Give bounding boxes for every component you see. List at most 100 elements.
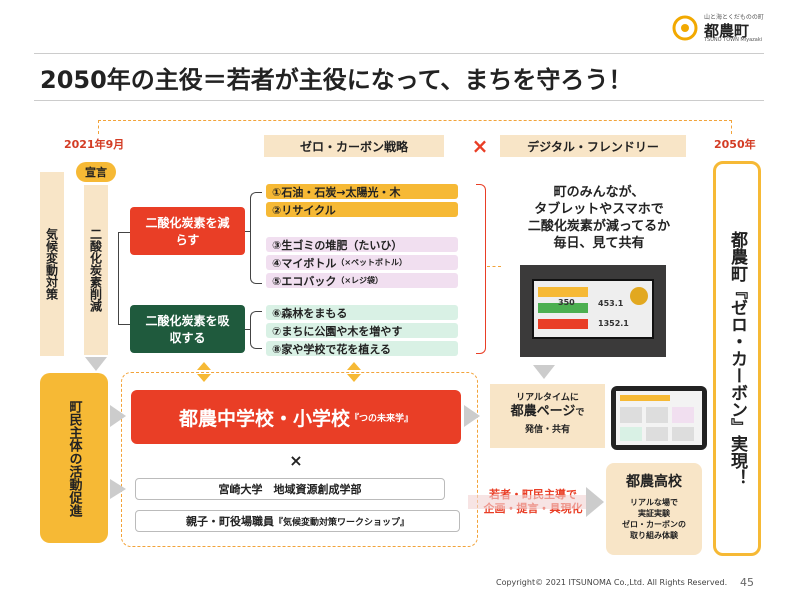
realtime-line-2: 都農ページで — [490, 403, 605, 422]
reduce-item-3-text: ③生ゴミの堆肥（たいひ） — [272, 238, 403, 252]
high-school-name: 都農高校 — [626, 474, 682, 490]
tablet-tile-2 — [646, 407, 668, 423]
timeline-end: 2050年 — [714, 138, 756, 151]
realize-text: 都農町『ゼロ・カーボン』実現！ — [727, 231, 747, 486]
category-reduce: 二酸化炭素を減らす — [130, 207, 245, 255]
up-down-arrow-icon-2 — [347, 362, 361, 370]
strategy-digital: デジタル・フレンドリー — [500, 135, 686, 157]
reduce-item-4: ④マイボトル（×ペットボトル） — [266, 255, 458, 270]
realize-panel: 都農町『ゼロ・カーボン』実現！ — [713, 161, 761, 556]
share-bracket — [476, 184, 486, 354]
reduce-item-2: ②リサイクル — [266, 202, 458, 217]
partners-cross: × — [289, 450, 303, 470]
up-down-arrow-icon-1b — [197, 374, 211, 382]
partner-university: 宮崎大学 地域資源創成学部 — [135, 478, 445, 500]
monitor-badge — [630, 287, 648, 305]
title-bottom-rule — [34, 100, 764, 101]
label-activity: 町民主体の活動促進 — [40, 373, 108, 543]
reduce-item-5-note: （×レジ袋） — [336, 276, 384, 285]
reduce-bracket-tick — [245, 231, 251, 232]
tablet-tile-4 — [620, 427, 642, 441]
share-text: 町のみんなが、 タブレットやスマホで 二酸化炭素が減ってるか 毎日、見て共有 — [504, 184, 694, 252]
right-arrow-icon-2 — [110, 479, 126, 499]
realtime-box: リアルタイムに 都農ページで 発信・共有 — [490, 384, 605, 448]
high-school-line-4: 取り組み体験 — [630, 531, 678, 540]
label-climate: 気候変動対策 — [40, 172, 64, 356]
school-box: 都農中学校・小学校 『つの未来学』 — [131, 390, 461, 444]
school-name: 都農中学校・小学校 — [178, 407, 350, 430]
right-arrow-icon-1 — [110, 405, 126, 427]
absorb-bracket-tick — [245, 329, 251, 330]
realtime-line-1: リアルタイムに — [516, 393, 579, 403]
timeline-dashed-line — [98, 120, 732, 134]
logo-tagline: 山と海とくだものの町 — [704, 14, 764, 21]
monitor-value-1: 350 — [558, 298, 575, 307]
tablet-header-bar — [620, 395, 670, 401]
monitor-bar-3 — [538, 319, 588, 329]
logo-subtitle: TSUNO TOWN Miyazaki — [704, 37, 763, 43]
share-bracket-dash — [487, 266, 501, 267]
partner-workshop-main: 親子・町役場職員 — [185, 515, 274, 528]
tablet-image — [611, 386, 707, 450]
monitor-value-3: 1352.1 — [598, 319, 629, 328]
reduce-item-1: ①石油・石炭→太陽光・木 — [266, 184, 458, 199]
monitor-photo: 350 453.1 1352.1 — [520, 265, 666, 357]
connector-vertical — [118, 232, 119, 324]
reduce-item-5: ⑤エコバック（×レジ袋） — [266, 273, 458, 288]
absorb-item-1: ⑥森林をまもる — [266, 305, 458, 320]
strategy-zero-carbon: ゼロ・カーボン戦略 — [264, 135, 444, 157]
monitor-down-arrow-icon — [533, 365, 555, 379]
connector-top — [118, 232, 130, 233]
share-text-line-3: 二酸化炭素が減ってるか — [527, 219, 671, 234]
declaration-badge: 宣言 — [76, 162, 116, 182]
high-school-line-1: リアルな場で — [630, 498, 678, 507]
monitor-value-2: 453.1 — [598, 299, 624, 308]
tablet-screen — [616, 391, 702, 445]
realtime-arrow-icon — [464, 405, 480, 427]
absorb-bracket — [250, 311, 262, 349]
tablet-tile-5 — [646, 427, 668, 441]
share-text-line-2: タブレットやスマホで — [534, 202, 664, 217]
logo-mark-icon — [672, 15, 698, 41]
high-school-line-2: 実証実験 — [638, 509, 670, 518]
absorb-item-2: ⑦まちに公園や木を増やす — [266, 323, 458, 338]
logo: 山と海とくだものの町 都農町 TSUNO TOWN Miyazaki — [672, 10, 792, 44]
up-down-arrow-icon-1 — [197, 362, 211, 370]
school-sub: 『つの未来学』 — [350, 413, 414, 424]
reduce-item-3: ③生ゴミの堆肥（たいひ） — [266, 237, 458, 252]
logo-name: 都農町 — [704, 22, 750, 40]
partner-university-text: 宮崎大学 地域資源創成学部 — [218, 483, 362, 496]
label-co2-reduction: 二酸化炭素削減 — [84, 185, 108, 355]
down-arrow-icon — [85, 357, 107, 371]
action-dashed-box — [121, 372, 478, 547]
reduce-item-5-text: ⑤エコバック — [272, 274, 337, 288]
monitor-bar-1 — [538, 287, 588, 297]
realtime-line-3: 発信・共有 — [524, 425, 570, 435]
reduce-item-4-text: ④マイボトル — [272, 256, 337, 270]
tablet-tile-6 — [672, 427, 694, 441]
share-text-line-4: 毎日、見て共有 — [553, 236, 645, 251]
page-number: 45 — [740, 576, 754, 589]
reduce-item-2-text: ②リサイクル — [272, 203, 336, 217]
partner-workshop-sub: 『気候変動対策ワークショップ』 — [273, 517, 409, 528]
tablet-tile-1 — [620, 407, 642, 423]
reduce-bracket — [250, 192, 262, 284]
strategy-cross: × — [471, 134, 489, 158]
partner-workshop: 親子・町役場職員 『気候変動対策ワークショップ』 — [135, 510, 460, 532]
tablet-tile-3 — [672, 407, 694, 423]
connector-bottom — [118, 324, 130, 325]
absorb-item-3: ⑧家や学校で花を植える — [266, 341, 458, 356]
youth-action-arrow-head-icon — [586, 487, 604, 517]
timeline-start: 2021年9月 — [64, 138, 125, 151]
monitor-bar-2 — [538, 303, 588, 313]
high-school-line-3: ゼロ・カーボンの — [622, 520, 686, 529]
title-top-rule — [34, 53, 764, 54]
reduce-item-4-note: （×ペットボトル） — [336, 258, 408, 267]
realtime-particle: で — [575, 408, 585, 418]
youth-action-arrow-shaft — [468, 495, 586, 509]
category-absorb: 二酸化炭素を吸収する — [130, 305, 245, 353]
realtime-page-name: 都農ページ — [510, 404, 576, 419]
reduce-item-1-text: ①石油・石炭→太陽光・木 — [272, 185, 401, 199]
high-school-box: 都農高校 リアルな場で 実証実験 ゼロ・カーボンの 取り組み体験 — [606, 463, 702, 555]
share-text-line-1: 町のみんなが、 — [553, 185, 645, 200]
